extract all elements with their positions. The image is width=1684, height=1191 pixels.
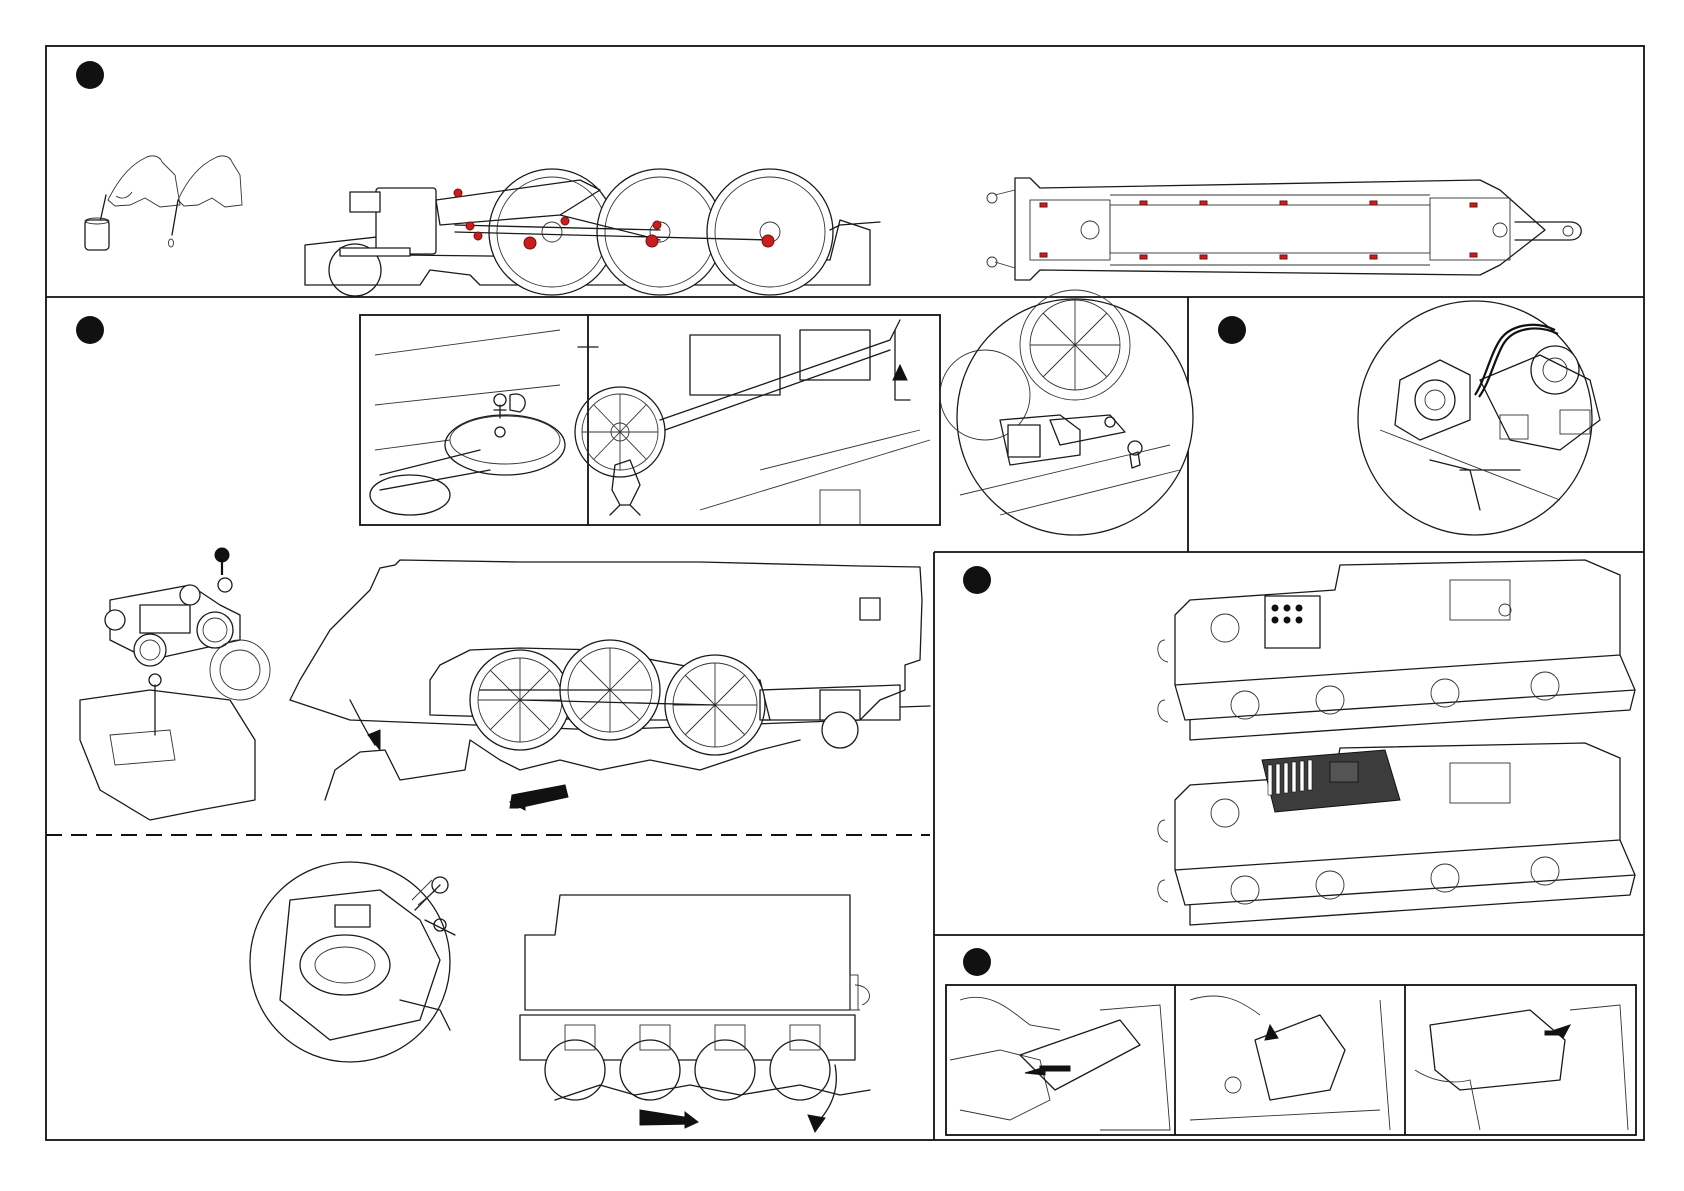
chassis-blanking-plate [1158, 560, 1635, 740]
bogie-removal [80, 548, 270, 820]
tender-wiring-zoom [1358, 301, 1600, 535]
loco-body-removal [290, 560, 930, 810]
step-4-marker [963, 566, 991, 594]
step-3-marker [1218, 316, 1246, 344]
chip-step-c [1415, 1005, 1628, 1130]
chassis-underside [987, 178, 1581, 280]
tender-body-removal [520, 895, 870, 1132]
detail-drawbar-frame [360, 315, 940, 525]
chip-step-a [950, 997, 1170, 1130]
screw-icon [215, 548, 229, 575]
step-1-marker [76, 61, 104, 89]
loco-side-view [305, 169, 880, 296]
step-5-marker [963, 948, 991, 976]
zoom-screw-circle [940, 290, 1193, 535]
chassis-with-decoder [1158, 743, 1635, 925]
step-2-marker [76, 316, 104, 344]
decoder-chip-icon [1262, 750, 1400, 812]
hand-oiler-icon [85, 156, 180, 250]
tender-bogie-zoom [250, 862, 455, 1062]
chip-step-b [1190, 996, 1390, 1130]
oil-drop-icon [169, 156, 243, 247]
chip-fitting-frames [946, 985, 1636, 1135]
